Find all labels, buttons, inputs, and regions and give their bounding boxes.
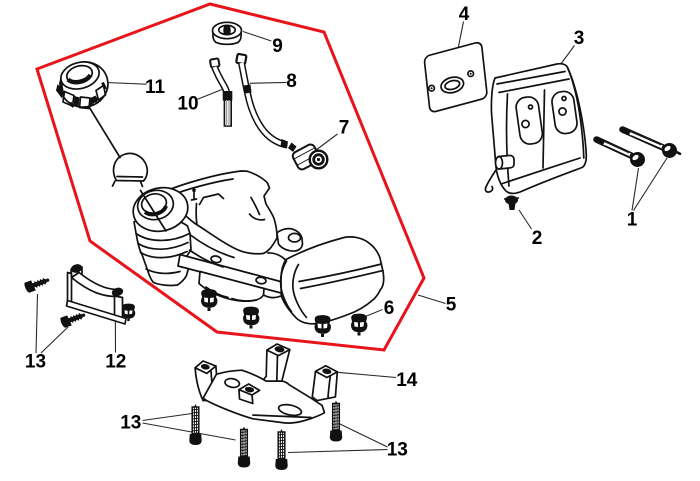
svg-text:10: 10 xyxy=(177,94,198,115)
svg-text:12: 12 xyxy=(105,352,126,373)
svg-text:7: 7 xyxy=(339,118,350,139)
svg-text:9: 9 xyxy=(272,36,283,57)
svg-text:13: 13 xyxy=(25,352,46,373)
svg-text:4: 4 xyxy=(459,4,470,25)
svg-text:1: 1 xyxy=(627,210,638,231)
svg-text:14: 14 xyxy=(396,370,418,391)
svg-text:2: 2 xyxy=(532,228,543,249)
svg-text:13: 13 xyxy=(120,413,141,434)
svg-text:6: 6 xyxy=(384,298,395,319)
svg-text:3: 3 xyxy=(574,28,585,49)
svg-text:8: 8 xyxy=(286,71,297,92)
svg-text:11: 11 xyxy=(145,77,166,98)
svg-text:13: 13 xyxy=(387,440,408,461)
svg-text:5: 5 xyxy=(446,295,457,316)
